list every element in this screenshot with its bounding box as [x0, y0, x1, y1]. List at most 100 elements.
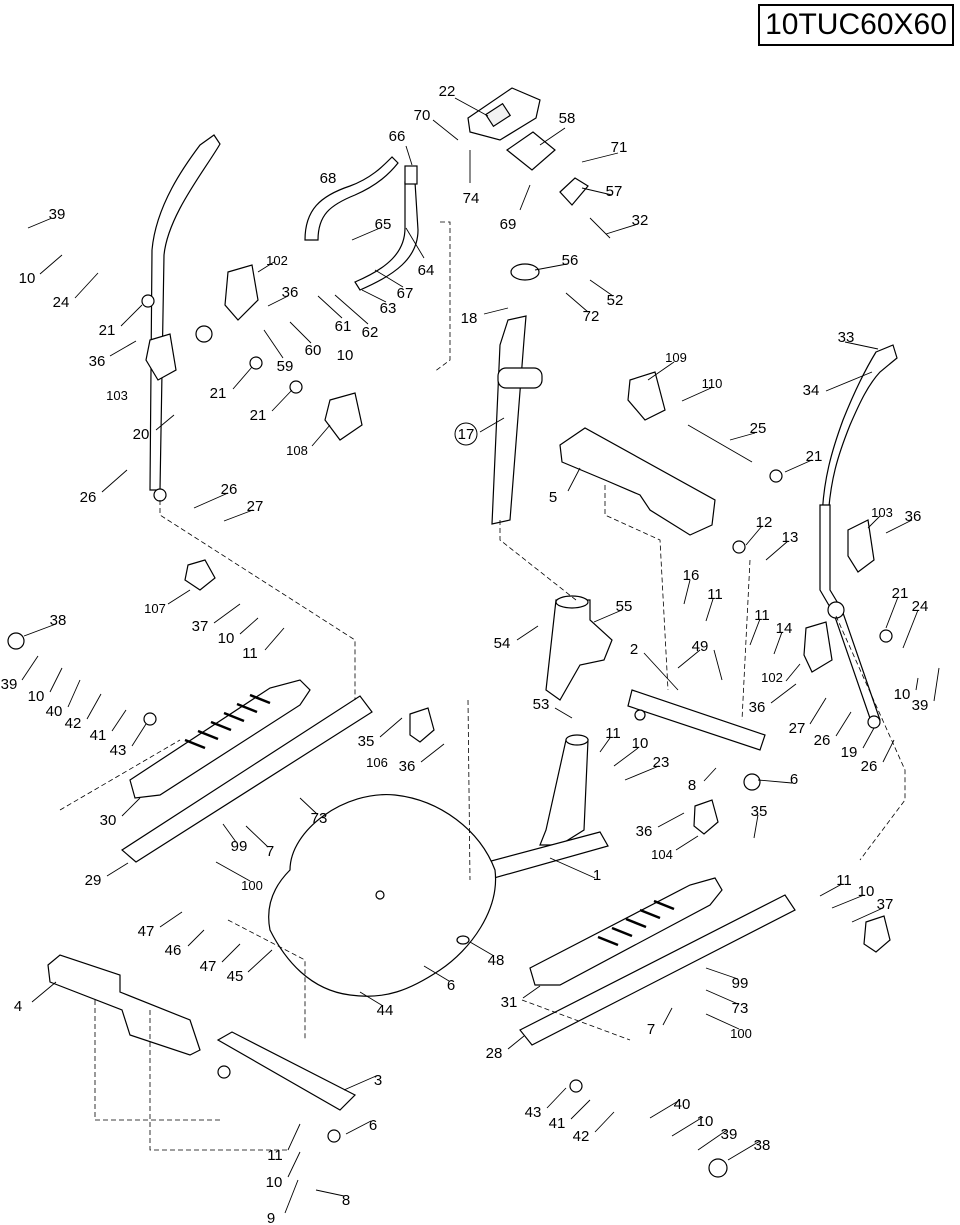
part-callout-c58: 58: [559, 110, 576, 127]
model-code: 10TUC60X60: [765, 8, 947, 41]
part-callout-c31: 31: [501, 994, 518, 1011]
part-callout-c57: 57: [606, 183, 623, 200]
model-code-box: 10TUC60X60: [758, 4, 954, 46]
part-callout-c110: 110: [702, 376, 723, 391]
part-callout-c16: 16: [683, 567, 700, 584]
part-callout-c9: 9: [267, 1210, 275, 1225]
part-callout-c43a: 43: [110, 742, 127, 759]
part-callout-c21d: 21: [806, 448, 823, 465]
part-callout-c8b: 8: [342, 1192, 350, 1209]
part-callout-c18: 18: [461, 310, 478, 327]
part-callout-c72: 72: [583, 308, 600, 325]
part-callout-c11f: 11: [267, 1147, 283, 1164]
bushing-21b: [249, 356, 263, 370]
upper-shroud: [545, 599, 613, 701]
part-callout-c24b: 24: [912, 598, 929, 615]
flywheel-axle: [375, 890, 385, 900]
part-callout-c37b: 37: [877, 896, 894, 913]
guide-cable: [433, 221, 451, 373]
part-callout-c100a: 100: [241, 878, 263, 893]
part-callout-c36a: 36: [282, 284, 299, 301]
right-pedal-tread: [597, 899, 675, 947]
part-callout-c6b: 6: [447, 977, 455, 994]
cap-66: [404, 165, 418, 185]
part-callout-c11e: 11: [836, 872, 852, 889]
part-callout-c38b: 38: [754, 1137, 771, 1154]
part-callout-c35a: 35: [358, 733, 375, 750]
cover-107: [184, 559, 216, 591]
part-callout-circle-17: [454, 422, 478, 446]
part-callout-c108: 108: [286, 443, 308, 458]
part-callout-c36f: 36: [636, 823, 653, 840]
part-callout-c106: 106: [366, 755, 388, 770]
upper-handlebar-side: [354, 181, 419, 291]
part-callout-c13: 13: [782, 529, 799, 546]
guide-shroud: [467, 699, 471, 881]
part-callout-c39b: 39: [1, 676, 18, 693]
cover-108: [324, 392, 363, 441]
frame-post-top: [565, 734, 589, 746]
rear-foot-right: [743, 773, 761, 791]
bushing-12: [732, 540, 746, 554]
seat-cover: [559, 427, 716, 536]
part-callout-c17: 17: [458, 426, 475, 443]
part-callout-c26d: 26: [861, 758, 878, 775]
part-callout-c43b: 43: [525, 1104, 542, 1121]
part-callout-c27b: 27: [789, 720, 806, 737]
part-callout-c99a: 99: [231, 838, 248, 855]
part-callout-c10i: 10: [266, 1174, 283, 1191]
rear-foot-left: [634, 709, 646, 721]
right-pedal: [529, 877, 723, 986]
part-callout-c10b: 10: [337, 347, 354, 364]
part-callout-c102b: 102: [761, 670, 783, 685]
part-callout-c11b: 11: [754, 607, 770, 624]
bushing-21a: [141, 294, 155, 308]
part-callout-c74: 74: [463, 190, 480, 207]
handle-cover-102: [224, 264, 259, 321]
part-callout-c4: 4: [14, 998, 22, 1015]
part-callout-c107: 107: [144, 601, 166, 616]
part-callout-c10a: 10: [19, 270, 36, 287]
part-callout-c56: 56: [562, 252, 579, 269]
part-callout-c103b: 103: [871, 505, 893, 520]
part-callout-c2: 2: [630, 641, 638, 658]
part-callout-c38a: 38: [50, 612, 67, 629]
part-callout-c6c: 6: [369, 1117, 377, 1134]
cover-104: [693, 799, 719, 835]
drawing-geometry: [7, 87, 940, 1214]
part-callout-c65: 65: [375, 216, 392, 233]
part-callout-c35b: 35: [751, 803, 768, 820]
part-callout-c39d: 39: [721, 1126, 738, 1143]
part-callout-c59: 59: [277, 358, 294, 375]
front-foot-right: [327, 1129, 341, 1143]
front-stabilizer: [216, 1031, 357, 1111]
part-callout-c22: 22: [439, 83, 456, 100]
part-callout-c47a: 47: [138, 923, 155, 940]
part-callout-c62: 62: [362, 324, 379, 341]
upper-shroud-top: [555, 595, 589, 609]
part-callout-c40b: 40: [674, 1096, 691, 1113]
guide-axle: [227, 919, 306, 1040]
part-callout-c3: 3: [374, 1072, 382, 1089]
part-callout-c21c: 21: [250, 407, 267, 424]
part-callout-c10h: 10: [697, 1113, 714, 1130]
part-callout-c102a: 102: [266, 253, 288, 268]
guide-front-cover: [94, 1000, 220, 1121]
part-callout-c11a: 11: [707, 586, 723, 603]
part-callout-c40a: 40: [46, 703, 63, 720]
part-callout-c39a: 39: [49, 206, 66, 223]
part-callout-c33: 33: [838, 329, 855, 346]
part-callout-c5: 5: [549, 489, 557, 506]
part-callout-c7a: 7: [266, 843, 274, 860]
guide-right-pedal: [521, 999, 631, 1041]
part-callout-c10f: 10: [632, 735, 649, 752]
part-callout-c20: 20: [133, 426, 150, 443]
part-callout-c42b: 42: [573, 1128, 590, 1145]
bushing-21c: [289, 380, 303, 394]
part-callout-c7b: 7: [647, 1021, 655, 1038]
rear-stabilizer: [627, 689, 766, 751]
guide-seat: [604, 485, 669, 691]
guide-right-arm: [835, 615, 906, 861]
